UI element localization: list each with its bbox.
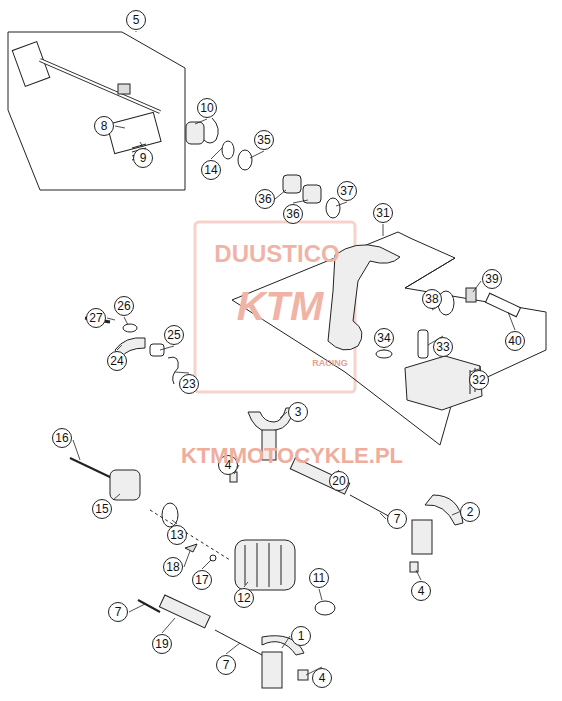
- callout-number: 11: [309, 568, 329, 588]
- callout-number: 38: [422, 289, 442, 309]
- callout-number: 18: [163, 557, 183, 577]
- callout-number: 17: [192, 570, 212, 590]
- callout-number: 24: [107, 351, 127, 371]
- callout-number: 8: [94, 116, 114, 136]
- callout-number: 36: [283, 204, 303, 224]
- callout-number: 10: [197, 98, 217, 118]
- callout-number: 32: [469, 370, 489, 390]
- callout-number: 26: [114, 296, 134, 316]
- callout-number: 19: [152, 634, 172, 654]
- callout-number: 5: [126, 10, 146, 30]
- callout-number: 40: [505, 331, 525, 351]
- callout-number: 23: [179, 374, 199, 394]
- callout-number: 7: [387, 509, 407, 529]
- callout-number: 20: [329, 471, 349, 491]
- watermark: KTM: [237, 284, 324, 329]
- callout-number: 2: [460, 502, 480, 522]
- callout-number: 31: [373, 203, 393, 223]
- callout-number: 1: [291, 626, 311, 646]
- callout-number: 4: [312, 668, 332, 688]
- callout-number: 36: [255, 189, 275, 209]
- callout-number: 35: [254, 130, 274, 150]
- callout-number: 16: [52, 428, 72, 448]
- watermark: DUUSTICO: [214, 240, 339, 268]
- callout-number: 9: [133, 148, 153, 168]
- callout-number: 34: [374, 328, 394, 348]
- callout-number: 15: [92, 499, 112, 519]
- callout-number: 14: [201, 160, 221, 180]
- callout-number: 13: [167, 525, 187, 545]
- watermark: RACING: [312, 358, 348, 368]
- callout-number: 25: [164, 325, 184, 345]
- callout-number: 4: [411, 581, 431, 601]
- callout-number: 3: [288, 402, 308, 422]
- callout-number: 39: [482, 269, 502, 289]
- callout-number: 27: [86, 308, 106, 328]
- callout-number: 33: [433, 337, 453, 357]
- callout-number: 37: [337, 181, 357, 201]
- callout-number: 12: [234, 588, 254, 608]
- callout-number: 7: [216, 655, 236, 675]
- watermark: KTMMOTOCYKLE.PL: [181, 443, 403, 469]
- callout-number: 7: [108, 602, 128, 622]
